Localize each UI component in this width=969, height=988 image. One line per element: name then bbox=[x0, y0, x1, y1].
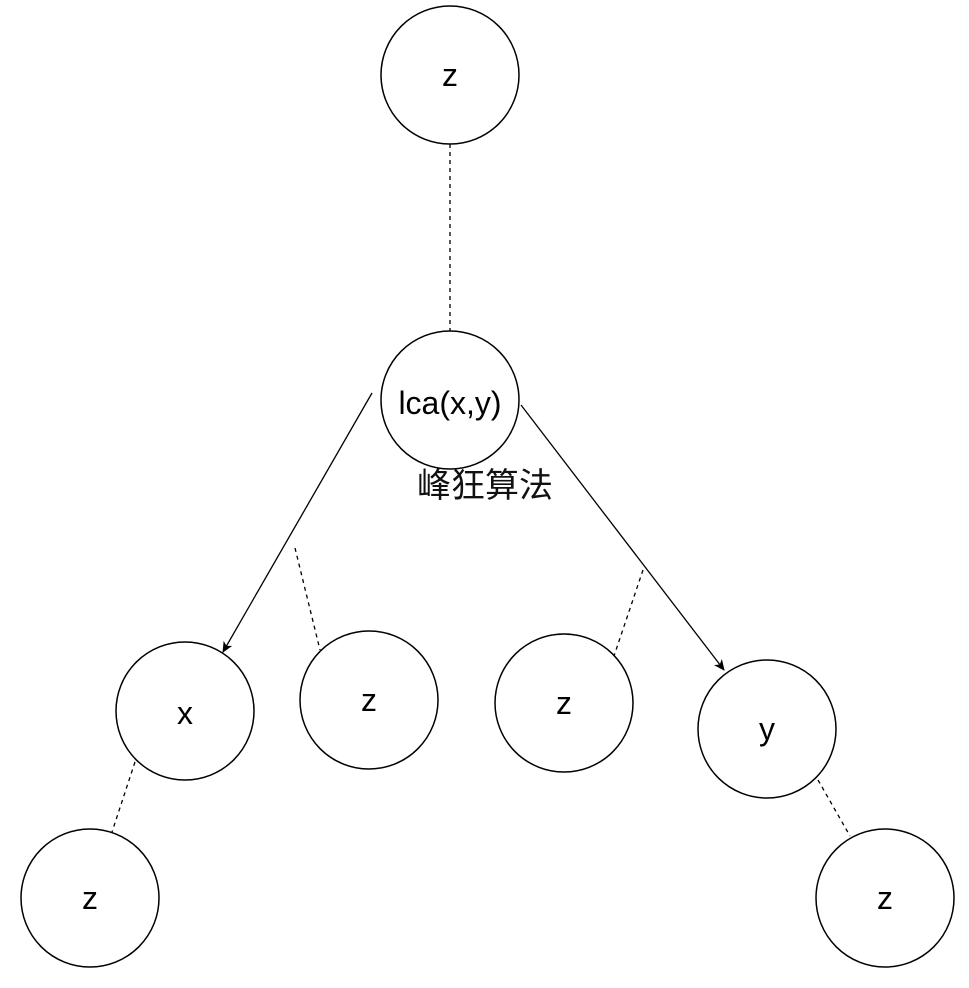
node-z-bottom-left: z bbox=[20, 828, 160, 968]
node-lca: lca(x,y) bbox=[380, 330, 520, 470]
svg-text:x: x bbox=[177, 695, 193, 731]
svg-text:z: z bbox=[877, 880, 893, 916]
svg-text:z: z bbox=[82, 880, 98, 916]
watermark-text: 峰狂算法 bbox=[417, 466, 553, 506]
node-z-bottom-right: z bbox=[815, 828, 955, 968]
node-z-mid-left: z bbox=[299, 630, 439, 770]
svg-text:z: z bbox=[556, 685, 572, 721]
arrow-lca-to-y bbox=[520, 404, 725, 671]
dashed-edge-y-bottom bbox=[817, 779, 851, 837]
dashed-edge-mid-left bbox=[294, 547, 321, 651]
svg-text:lca(x,y): lca(x,y) bbox=[398, 385, 501, 421]
arrow-lca-to-x bbox=[222, 392, 373, 653]
svg-text:z: z bbox=[442, 57, 458, 93]
node-x: x bbox=[115, 641, 255, 781]
node-y: y bbox=[697, 659, 837, 799]
node-top-z: z bbox=[380, 5, 520, 145]
dashed-edge-mid-right bbox=[613, 569, 644, 657]
svg-text:y: y bbox=[759, 711, 775, 747]
node-z-mid-right: z bbox=[494, 633, 634, 773]
dashed-edge-x-bottom bbox=[111, 761, 136, 833]
svg-text:z: z bbox=[361, 682, 377, 718]
